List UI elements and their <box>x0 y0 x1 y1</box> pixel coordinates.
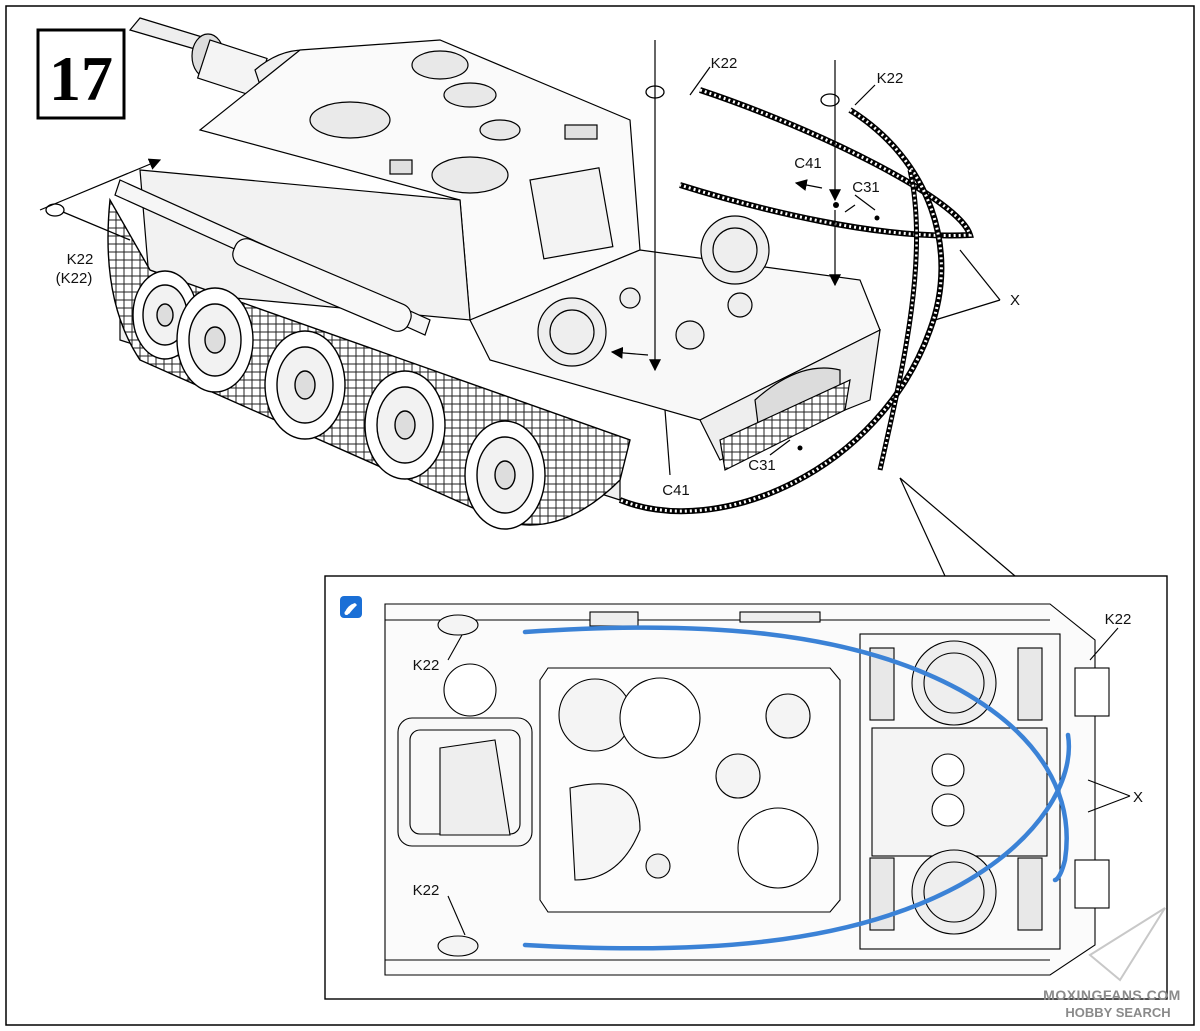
fan-grille-top-lower <box>911 849 997 935</box>
fastener-dots-main <box>797 202 880 451</box>
inset-top-view: K22 K22 K22 X <box>324 575 1168 1000</box>
page-border <box>5 5 1195 1026</box>
road-wheel <box>176 287 254 393</box>
hatch-loader <box>619 677 701 759</box>
callout-inset-x: X <box>1133 789 1143 806</box>
watermark-line2: HOBBY SEARCH <box>1065 1005 1170 1020</box>
escape-hatch-top <box>569 783 641 881</box>
callout-c31-top: C31 <box>852 179 880 196</box>
tow-cable-inset <box>522 625 1072 951</box>
roof-periscope <box>479 119 521 141</box>
callout-k22-left-alt: (K22) <box>56 270 93 287</box>
filler-cap-lower <box>931 793 965 827</box>
callout-inset-k22-upper-left: K22 <box>413 657 440 674</box>
watermark-logo <box>1088 907 1166 982</box>
rear-box-lower <box>1074 859 1110 909</box>
callout-c31-bottom: C31 <box>748 457 776 474</box>
rear-hatch <box>431 156 509 194</box>
leader-lines-main <box>39 40 1001 476</box>
watermark-line1: MOXINGFANS.COM <box>1043 987 1181 1003</box>
cable-eye-top-inset-upper <box>437 614 479 636</box>
callout-c41-bottom: C41 <box>662 482 690 499</box>
filler-cap-upper <box>931 753 965 787</box>
rear-track-segment <box>719 378 851 471</box>
rear-wall-plate <box>529 167 614 260</box>
step-number: 17 <box>49 43 113 114</box>
callout-inset-k22-lower-left: K22 <box>413 882 440 899</box>
deck-center-panel <box>871 727 1048 857</box>
inset-zoom-leader <box>899 477 1016 577</box>
callout-c41-top: C41 <box>794 155 822 172</box>
road-wheel <box>464 420 546 530</box>
fan-grille-top-upper <box>911 640 997 726</box>
fan-grille-left <box>537 297 607 367</box>
vent-top <box>765 693 811 739</box>
callout-k22-left: K22 <box>67 251 94 268</box>
road-wheels <box>132 270 546 530</box>
tow-cable-main <box>618 87 974 515</box>
vent-box <box>564 124 598 140</box>
callout-k22-top-a: K22 <box>711 55 738 72</box>
rear-box-upper <box>1074 667 1110 717</box>
cable-eye-top-b <box>820 93 840 107</box>
leader-lines-inset <box>447 627 1131 936</box>
stowage-cylinder <box>232 238 412 332</box>
fan-grille-right <box>700 215 770 285</box>
deck-filler-cap <box>675 320 705 350</box>
hatch-front <box>443 663 497 717</box>
callout-inset-k22-right: K22 <box>1105 611 1132 628</box>
commander-hatch <box>411 50 469 80</box>
callout-x-top: X <box>1010 292 1020 309</box>
deck-cap <box>727 292 753 318</box>
roof-hatch <box>443 82 497 108</box>
road-wheel <box>364 370 446 480</box>
paint-brush-icon <box>340 596 362 618</box>
callout-k22-top-b: K22 <box>877 70 904 87</box>
loader-hatch <box>309 101 391 139</box>
road-wheel <box>264 330 346 440</box>
step-number-box: 17 <box>36 28 126 120</box>
periscope-top <box>715 753 761 799</box>
cable-eye-top-inset-lower <box>437 935 479 957</box>
gun-barrel <box>128 17 268 98</box>
hatch-rear <box>737 807 819 889</box>
filler-top <box>645 853 671 879</box>
watermark: MOXINGFANS.COM HOBBY SEARCH <box>1043 907 1181 1020</box>
deck-cap-small <box>619 287 641 309</box>
roof-fitting <box>389 159 413 175</box>
